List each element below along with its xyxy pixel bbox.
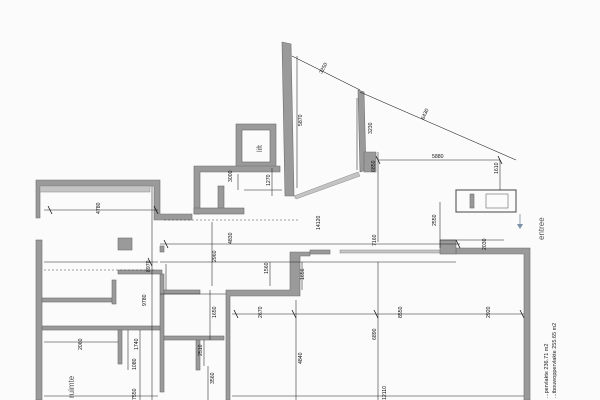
hall-bottom-wall — [193, 207, 245, 215]
dim-2030: 2030 — [482, 238, 488, 250]
dim-2510: 2510 — [198, 344, 204, 356]
dimension-labels: 3250 5870 3230 6430 6850 5880 1610 3000 … — [78, 62, 500, 400]
main-room-top-wall — [225, 251, 311, 400]
left-outer-wall — [35, 239, 43, 400]
dim-7160: 7160 — [372, 234, 378, 246]
main-room-top-wall-right — [309, 249, 331, 255]
lift-label: lift — [257, 145, 264, 152]
wedge-wall-diagonal — [293, 171, 361, 200]
wedge-column-small — [363, 151, 377, 173]
dim-3230: 3230 — [368, 122, 374, 134]
corridor-column — [117, 237, 133, 251]
dim-12110: 12110 — [382, 386, 388, 400]
main-room-top-line — [339, 249, 441, 254]
room-label-left: ruimte — [67, 375, 76, 398]
entrance-vestibule — [455, 189, 517, 213]
dim-1650: 1650 — [212, 306, 218, 318]
dim-7550: 7550 — [132, 388, 138, 400]
dim-6430: 6430 — [420, 108, 430, 121]
wedge-wall-left — [281, 41, 295, 197]
dim-2060: 2060 — [78, 338, 84, 350]
dim-5880: 5880 — [432, 154, 444, 160]
lift-shaft — [241, 129, 271, 163]
left-partition-c — [117, 269, 163, 275]
dim-2960: 2960 — [212, 250, 218, 262]
dim-1610: 1610 — [494, 162, 500, 174]
dim-4780: 4780 — [96, 202, 102, 214]
dim-8550: 8550 — [398, 306, 404, 318]
dim-2670: 2670 — [258, 306, 264, 318]
dim-9780: 9780 — [142, 294, 148, 306]
right-column — [439, 239, 457, 255]
left-partition-f — [117, 329, 123, 365]
dim-4830: 4830 — [228, 232, 234, 244]
entrance-box — [485, 193, 509, 209]
left-partition-d — [159, 273, 165, 393]
left-wing-top-wall — [35, 179, 193, 221]
left-wing-top-band — [39, 185, 151, 193]
left-partition-h — [163, 335, 225, 341]
corridor-bottom-wall-a — [159, 245, 165, 253]
dim-6850: 6850 — [371, 160, 377, 172]
dim-1740: 1740 — [134, 338, 140, 350]
entrance-post — [469, 193, 475, 209]
dimension-lines — [44, 55, 525, 400]
walls — [35, 41, 531, 400]
area-note-1: ...pervlakte 236.71 m2 — [544, 344, 550, 398]
room-labels: lift entree ruimte ...pervlakte 236.71 m… — [67, 145, 558, 398]
entrance-label: entree — [537, 217, 546, 240]
dim-3000: 3000 — [228, 170, 234, 182]
dim-1560: 1560 — [264, 262, 270, 274]
left-partition-b — [111, 279, 117, 305]
dim-3250: 3250 — [318, 62, 329, 75]
left-partition-i — [195, 339, 201, 371]
dim-4840: 4840 — [298, 352, 304, 364]
left-partition-g — [163, 289, 201, 295]
area-note-2: ...tbouwoppervlakte 255.65 m2 — [552, 323, 558, 398]
dim-2550: 2550 — [432, 214, 438, 226]
left-partition-a — [41, 297, 113, 303]
dim-3560: 3560 — [210, 372, 216, 384]
dim-14120: 14120 — [316, 215, 322, 230]
entrance-arrow-icon — [517, 214, 523, 229]
dim-1080: 1080 — [132, 358, 138, 370]
dim-8970: 8970 — [146, 260, 152, 272]
dim-5870: 5870 — [298, 114, 304, 126]
dim-6890: 6890 — [372, 328, 378, 340]
dim-2920: 2920 — [486, 306, 492, 318]
left-partition-e — [41, 325, 161, 331]
dim-1270: 1270 — [266, 174, 272, 186]
right-block-wall — [455, 247, 531, 400]
dim-1656: 1656 — [300, 268, 306, 280]
